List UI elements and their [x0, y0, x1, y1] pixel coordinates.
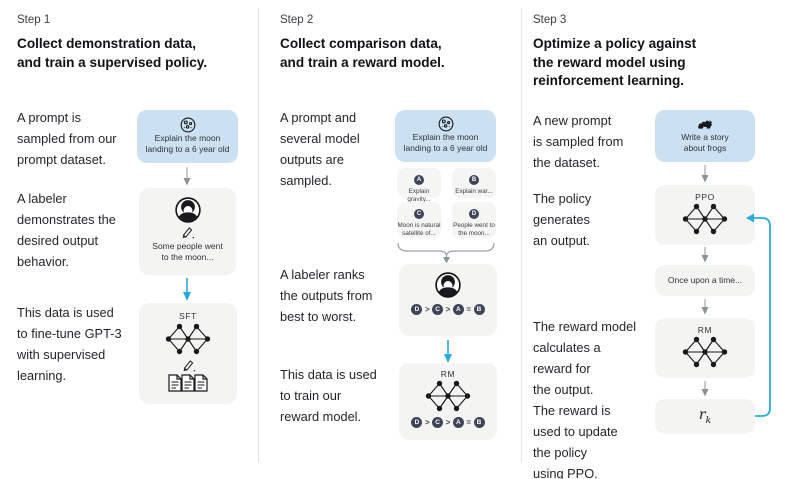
rank-chip: D — [411, 304, 423, 315]
step1-desc-prompt: A prompt is sampled from our prompt data… — [17, 110, 117, 167]
step1-prompt-text: Explain the moon landing to a 6 year old — [145, 133, 230, 154]
pencil-icon — [182, 360, 195, 372]
step2-desc-ranks: A labeler ranks the outputs from best to… — [280, 267, 373, 324]
ppo-label: PPO — [695, 192, 715, 202]
labeler-icon — [175, 197, 201, 223]
documents-row — [168, 374, 208, 392]
down-arrow-gray-icon — [701, 247, 709, 263]
rm-label: RM — [440, 369, 456, 379]
output-box-d: D People went to the moon... — [452, 202, 496, 238]
column-divider-1 — [258, 8, 259, 462]
step2-rank-box: D > C > A = B — [399, 264, 497, 336]
step3-output-box: Once upon a time... — [655, 265, 755, 296]
moon-icon — [180, 117, 195, 133]
reward-symbol: rk — [698, 407, 712, 426]
step2-label: Step 2 — [280, 14, 314, 26]
rank-chip: B — [473, 304, 485, 315]
down-arrow-gray-icon — [701, 381, 709, 397]
output-text-c: Moon is natural satellite of... — [397, 222, 441, 237]
moon-icon — [438, 116, 453, 132]
labeler-icon — [435, 272, 461, 298]
rank-op: > — [445, 305, 451, 314]
output-text-a: Explain gravity... — [407, 188, 431, 203]
output-letter-badge: A — [414, 175, 424, 185]
step1-labeler-box: Some people went to the moon... — [139, 188, 236, 275]
step3-desc-reward-calc: The reward model calculates a reward for… — [533, 319, 637, 397]
rank-chip: D — [411, 417, 423, 428]
network-icon — [425, 380, 471, 412]
rank-chip: A — [452, 417, 464, 428]
down-arrow-gray-icon — [701, 165, 709, 183]
brace-arrow-icon — [397, 243, 495, 264]
down-arrow-gray-icon — [183, 167, 191, 186]
output-letter-badge: B — [469, 175, 479, 185]
output-letter-badge: D — [469, 209, 479, 219]
rank-op: > — [445, 418, 451, 427]
output-text-d: People went to the moon... — [453, 222, 495, 237]
step1-demo-text: Some people went to the moon... — [152, 241, 223, 262]
down-arrow-blue-icon — [444, 340, 452, 363]
pencil-icon — [182, 227, 195, 239]
output-box-c: C Moon is natural satellite of... — [397, 202, 441, 238]
step1-label: Step 1 — [17, 14, 51, 26]
step3-ppo-box: PPO — [655, 185, 755, 245]
step3-rm-box: RM — [655, 318, 755, 378]
output-box-a: A Explain gravity... — [397, 168, 441, 203]
step1-title: Collect demonstration data, and train a … — [17, 36, 208, 70]
output-text-b: Explain war... — [455, 188, 493, 195]
rank-chip: C — [432, 304, 444, 315]
step2-rm-box: RM D > C > A = B — [399, 363, 497, 440]
rank-op: = — [466, 305, 471, 314]
step2-desc-sampled: A prompt and several model outputs are s… — [280, 110, 360, 188]
document-icon — [194, 374, 208, 392]
down-arrow-gray-icon — [701, 299, 709, 315]
step3-desc-policy: The policy generates an output. — [533, 191, 592, 248]
feedback-loop-arrow-icon — [746, 213, 771, 417]
step3-label: Step 3 — [533, 14, 567, 26]
frog-icon — [698, 120, 712, 129]
network-icon — [682, 203, 728, 235]
step3-reward-box: rk — [655, 399, 755, 434]
step1-sft-box: SFT — [139, 303, 237, 404]
network-icon — [165, 323, 211, 355]
step1-desc-labeler: A labeler demonstrates the desired outpu… — [17, 191, 116, 269]
down-arrow-blue-icon — [183, 278, 191, 301]
step2-prompt-box: Explain the moon landing to a 6 year old — [395, 110, 496, 162]
step3-desc-prompt: A new prompt is sampled from the dataset… — [533, 113, 624, 170]
rank-chip: B — [473, 417, 485, 428]
step3-desc-reward-update: The reward is used to update the policy … — [533, 403, 618, 479]
step1-prompt-box: Explain the moon landing to a 6 year old — [137, 110, 238, 163]
step2-prompt-text: Explain the moon landing to a 6 year old — [403, 132, 488, 153]
document-icon — [168, 374, 182, 392]
output-letter-badge: C — [414, 209, 424, 219]
output-box-b: B Explain war... — [452, 168, 496, 198]
rank-chip: A — [452, 304, 464, 315]
document-icon — [181, 374, 195, 392]
ranking-chips: D > C > A = B — [411, 304, 485, 315]
rank-chip: C — [432, 417, 444, 428]
step2-title: Collect comparison data, and train a rew… — [280, 36, 445, 70]
rank-op: > — [424, 418, 430, 427]
step2-desc-train: This data is used to train our reward mo… — [280, 367, 377, 424]
step1-desc-finetune: This data is used to fine-tune GPT-3 wit… — [17, 305, 122, 383]
rank-op: > — [424, 305, 430, 314]
step3-prompt-box: Write a story about frogs — [655, 110, 755, 162]
step3-prompt-text: Write a story about frogs — [681, 132, 729, 153]
rm-label: RM — [697, 325, 713, 335]
ranking-chips: D > C > A = B — [411, 417, 485, 428]
step3-title: Optimize a policy against the reward mod… — [533, 36, 697, 88]
step3-output-text: Once upon a time... — [667, 275, 743, 285]
sft-label: SFT — [179, 311, 197, 321]
rank-op: = — [466, 418, 471, 427]
network-icon — [682, 336, 728, 368]
column-divider-2 — [521, 8, 522, 462]
